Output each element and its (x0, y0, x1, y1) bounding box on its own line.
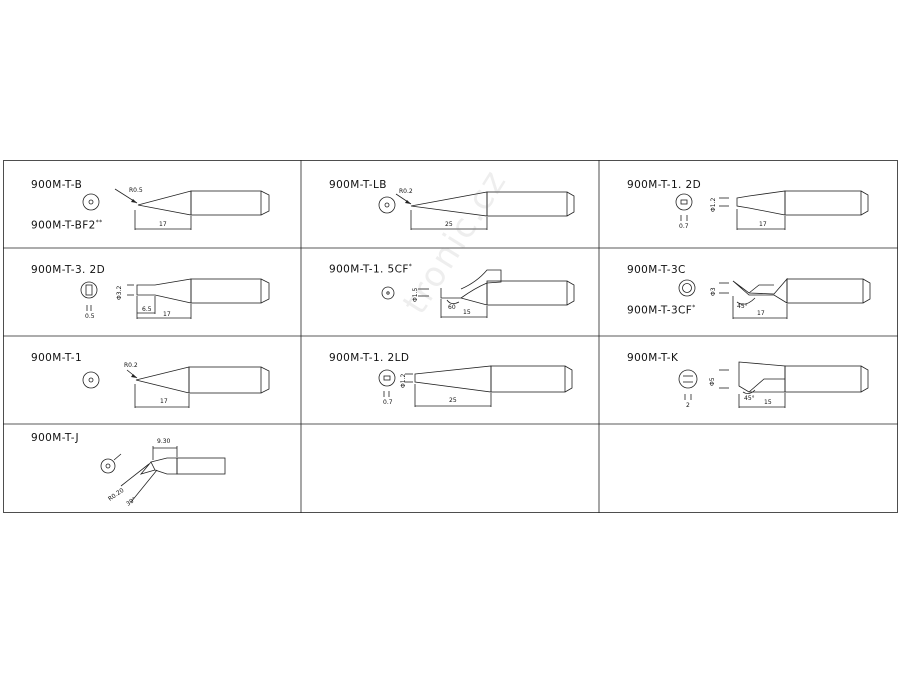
tip-cell-900m-t-3c: 900M-T-3C 900M-T-3CF* Φ3 45° 17 (599, 248, 898, 336)
tip-drawing (82, 188, 270, 230)
tip-cell-900m-t-3-2d: 900M-T-3. 2D Φ3.2 0.5 6.5 17 (3, 248, 301, 336)
tip-drawing (675, 190, 869, 230)
model-label: 900M-T-1. 2LD (329, 352, 410, 364)
tip-drawing (678, 277, 871, 319)
length-dimension: 15 (463, 309, 471, 316)
model-label-alt: 900M-T-3CF* (627, 304, 696, 317)
empty-cell (301, 424, 599, 513)
diameter-dimension: Φ1.2 (710, 197, 717, 212)
flat-length-dimension: 6.5 (142, 306, 152, 313)
length-dimension: 17 (759, 221, 767, 228)
tip-drawing (378, 191, 575, 230)
tip-cell-900m-t-k: 900M-T-K Φ5 2 45° 15 (599, 336, 898, 424)
length-dimension: 17 (757, 310, 765, 317)
tip-cell-900m-t-j: 900M-T-J 9.30 R0.20 30° (3, 424, 301, 513)
diameter-dimension: Φ3.2 (116, 285, 123, 300)
tip-cell-900m-t-1: 900M-T-1 R0.2 17 (3, 336, 301, 424)
radius-dimension: R0.2 (399, 188, 413, 195)
tip-cell-900m-t-1-2d: 900M-T-1. 2D Φ1.2 0.7 17 (599, 160, 898, 248)
angle-dimension: 45° (744, 395, 755, 402)
length-dimension: 17 (163, 311, 171, 318)
model-label: 900M-T-1. 5CF* (329, 263, 413, 276)
model-label: 900M-T-LB (329, 179, 387, 191)
model-label: 900M-T-1. 2D (627, 179, 702, 191)
tip-cell-900m-t-1-2ld: 900M-T-1. 2LD Φ1.2 0.7 25 (301, 336, 599, 424)
tip-drawing (82, 366, 270, 408)
model-label: 900M-T-K (627, 352, 679, 364)
model-label: 900M-T-1 (31, 352, 83, 364)
length-dimension: 17 (160, 398, 168, 405)
table-grid-lines (3, 160, 898, 513)
tips-table: 900M-T-B 900M-T-BF2** R0.5 17 900M-T-LB … (3, 160, 898, 513)
angle-dimension: 45° (737, 303, 748, 310)
radius-dimension: R0.5 (129, 187, 143, 194)
diameter-dimension: Φ3 (710, 287, 717, 296)
tip-cell-900m-t-1-5cf: 900M-T-1. 5CF* Φ1.5 60 15 (301, 248, 599, 336)
radius-dimension: R0.2 (124, 362, 138, 369)
diameter-dimension: Φ1.2 (400, 373, 407, 388)
length-dimension: 25 (449, 397, 457, 404)
diameter-dimension: Φ5 (709, 377, 716, 386)
tip-drawing (100, 446, 226, 503)
thickness-dimension: 2 (686, 402, 690, 409)
length-dimension: 25 (445, 221, 453, 228)
model-label: 900M-T-B (31, 179, 83, 191)
tip-drawing (378, 365, 573, 407)
thickness-dimension: 0.5 (85, 313, 95, 320)
tip-cell-900m-t-lb: 900M-T-LB R0.2 25 (301, 160, 599, 248)
tip-drawing (80, 278, 270, 319)
empty-cell (599, 424, 898, 513)
tip-drawing (678, 361, 869, 408)
model-label-alt: 900M-T-BF2** (31, 219, 103, 232)
thickness-dimension: 0.7 (383, 399, 393, 406)
angle-dimension: 60 (448, 304, 456, 311)
thickness-dimension: 0.7 (679, 223, 689, 230)
model-label: 900M-T-3C (627, 264, 686, 276)
offset-dimension: 9.30 (157, 438, 171, 445)
tip-drawing (381, 269, 575, 318)
length-dimension: 17 (159, 221, 167, 228)
tip-cell-900m-t-b: 900M-T-B 900M-T-BF2** R0.5 17 (3, 160, 301, 248)
length-dimension: 15 (764, 399, 772, 406)
model-label: 900M-T-J (31, 432, 80, 444)
model-label: 900M-T-3. 2D (31, 264, 106, 276)
